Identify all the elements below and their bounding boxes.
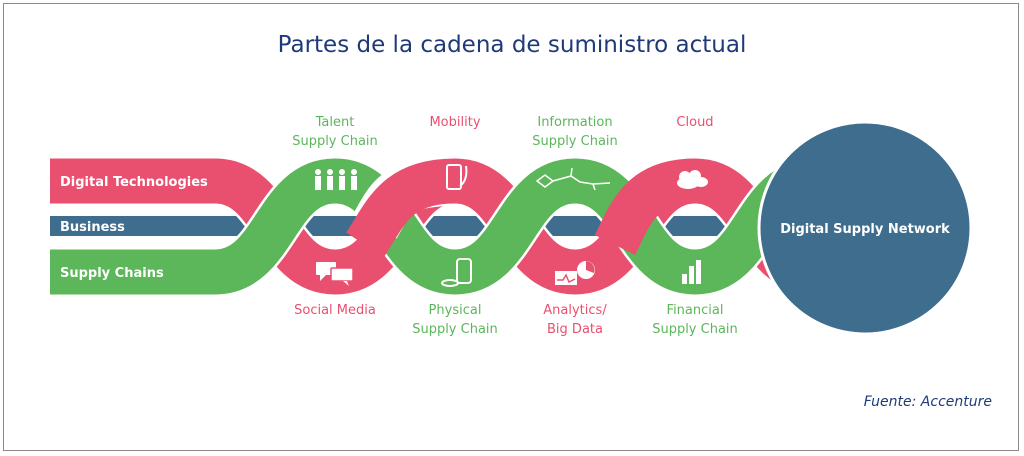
diagram-title: Partes de la cadena de suministro actual	[277, 32, 747, 58]
digital-supply-network-circle	[757, 120, 973, 336]
network-icon	[535, 167, 611, 191]
label-financial-2: Supply Chain	[652, 322, 738, 337]
source-credit: Fuente: Accenture	[863, 394, 992, 410]
label-cloud: Cloud	[676, 115, 713, 130]
smartphone-icon	[446, 164, 468, 190]
label-physical-2: Supply Chain	[412, 322, 498, 337]
pink-crossing	[346, 158, 456, 258]
bar-chart-icon	[682, 260, 701, 284]
band-label-digital-technologies: Digital Technologies	[60, 175, 208, 190]
label-talent-2: Supply Chain	[292, 134, 378, 149]
label-analytics-2: Big Data	[547, 322, 603, 337]
label-talent: Talent	[315, 115, 355, 130]
band-label-supply-chains: Supply Chains	[60, 266, 164, 281]
label-analytics: Analytics/	[543, 303, 607, 318]
chat-bubbles-icon	[316, 262, 354, 286]
supply-chains-wave	[50, 158, 818, 295]
label-social-media: Social Media	[294, 303, 376, 318]
image-frame	[3, 3, 1019, 451]
label-information: Information	[537, 115, 612, 130]
label-physical: Physical	[429, 303, 482, 318]
people-icon	[315, 169, 357, 190]
circle-label: Digital Supply Network	[780, 222, 950, 237]
analytics-icon	[555, 261, 595, 285]
cloud-icon	[677, 170, 708, 189]
coins-icon	[441, 258, 472, 287]
band-label-business: Business	[60, 220, 125, 235]
label-information-2: Supply Chain	[532, 134, 618, 149]
label-financial: Financial	[667, 303, 724, 318]
label-mobility: Mobility	[429, 115, 480, 130]
